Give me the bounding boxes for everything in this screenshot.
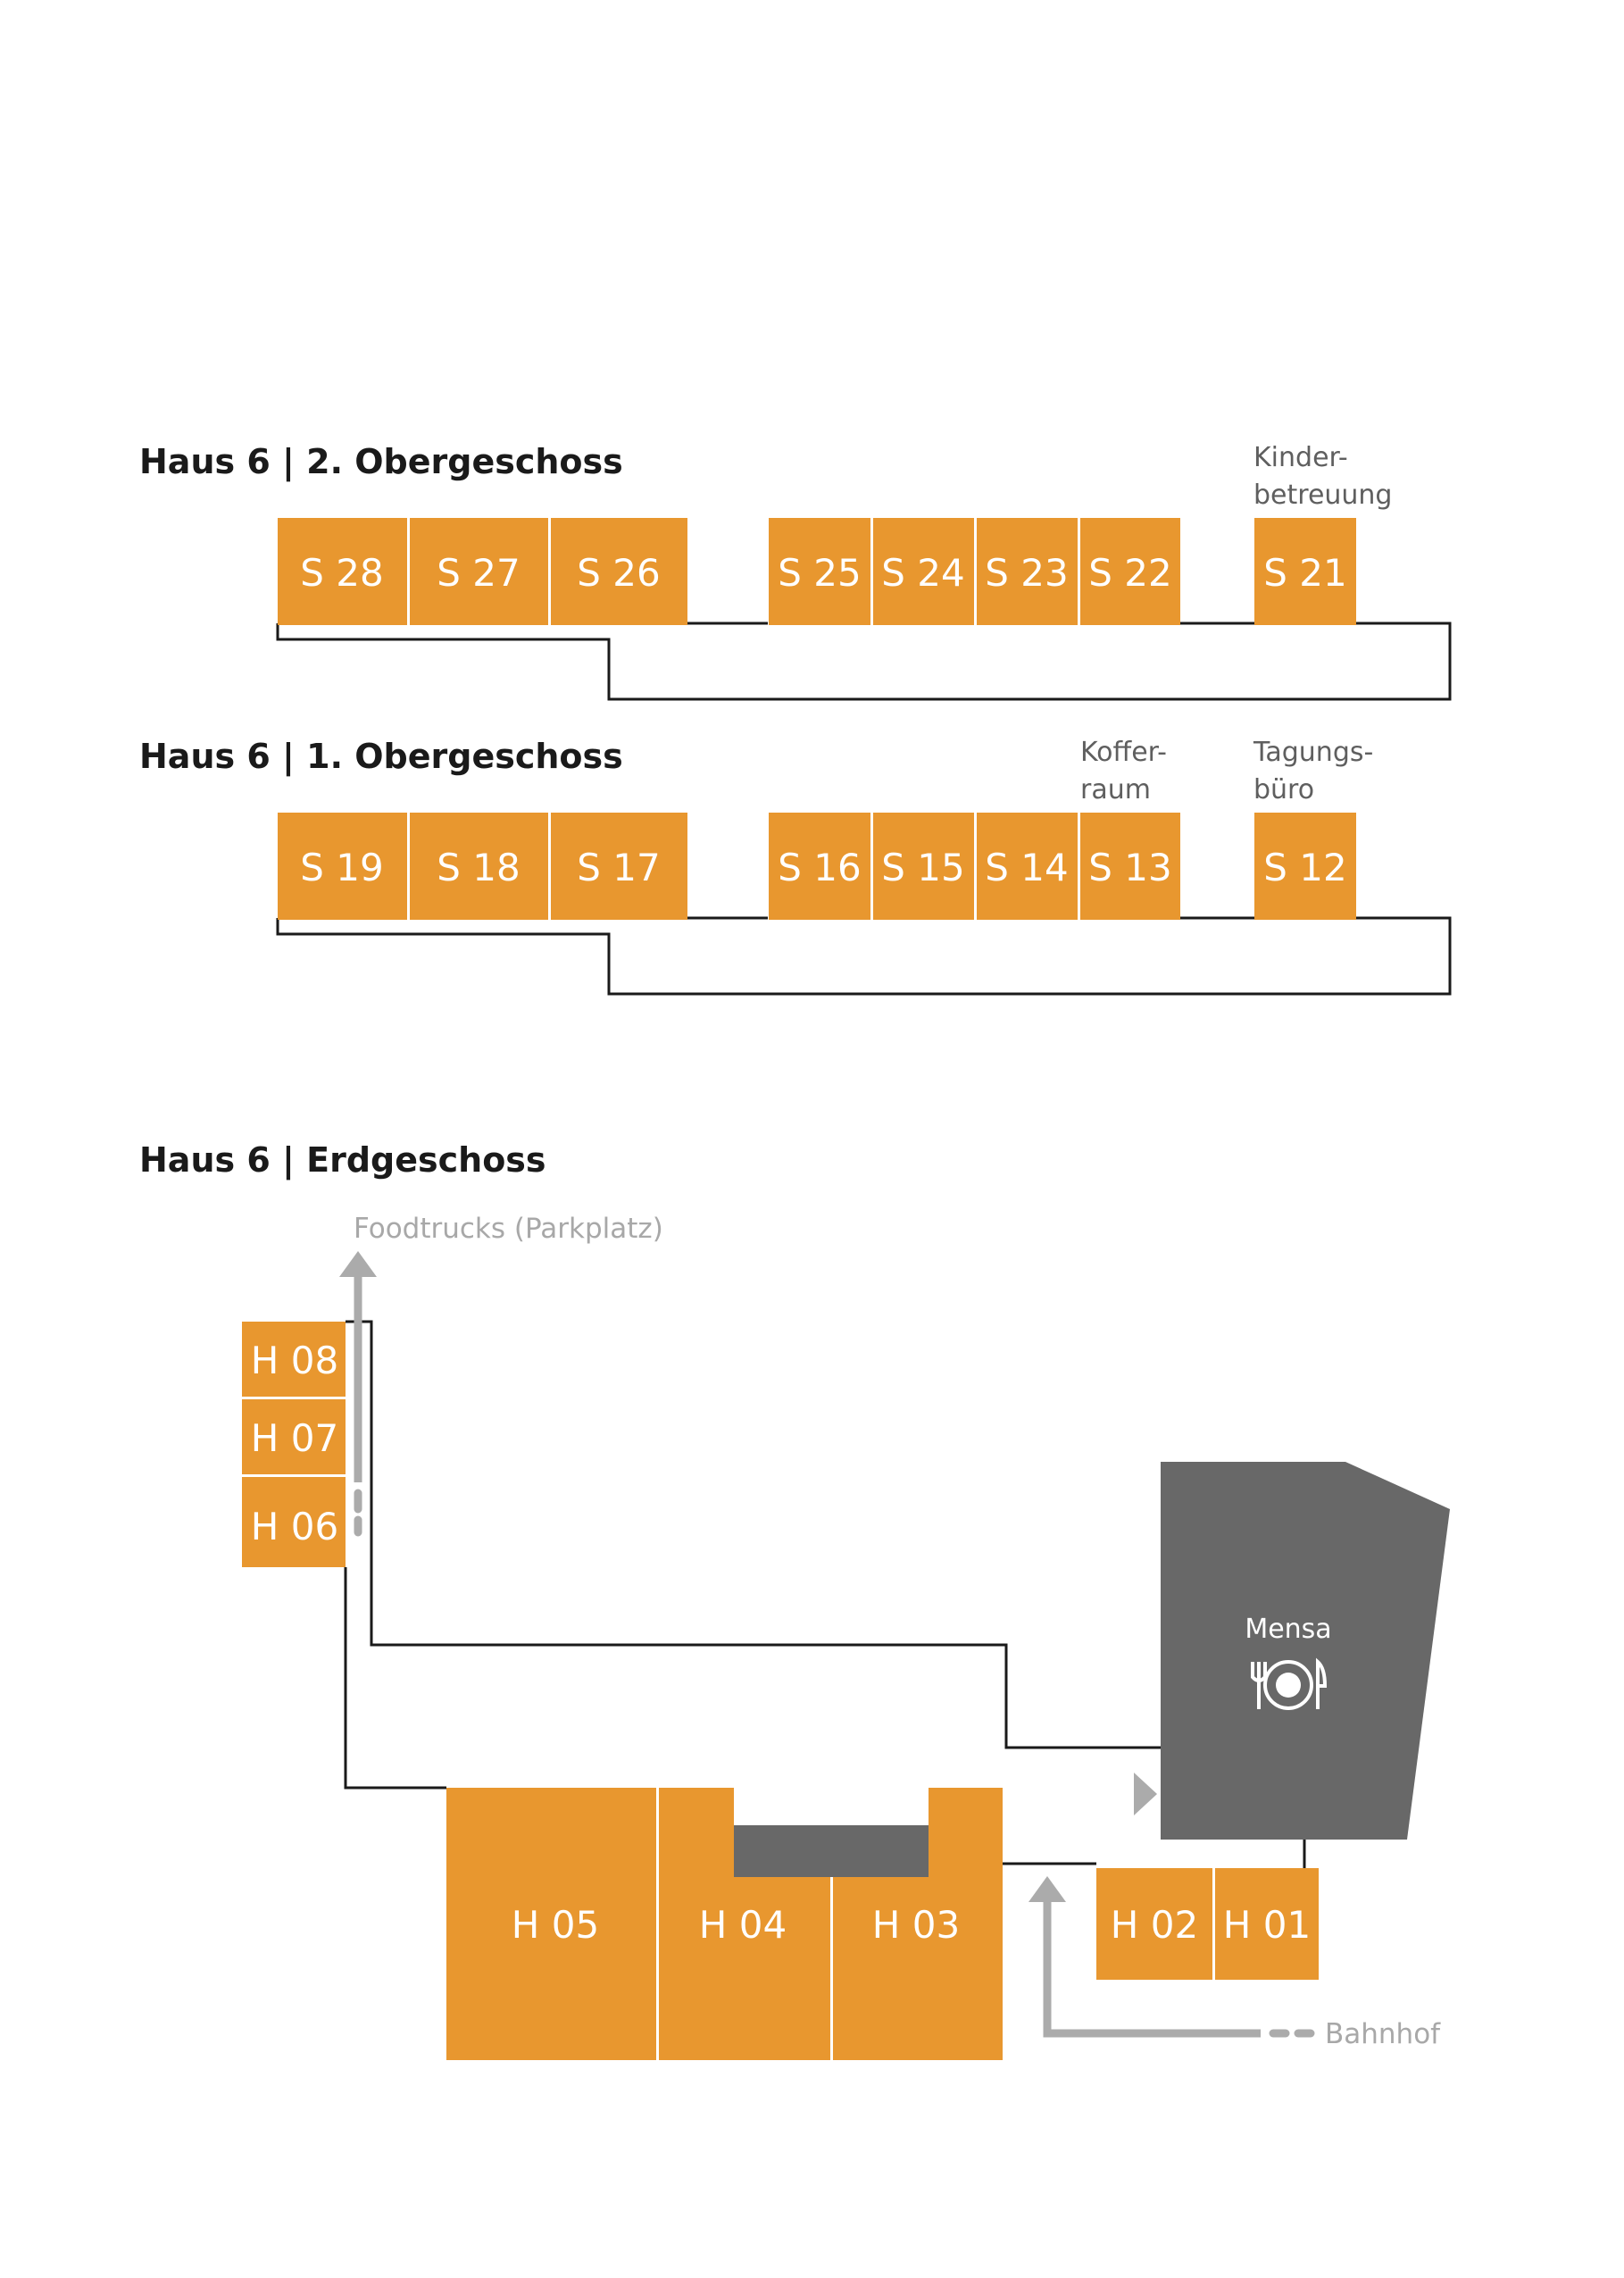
building-outline-og1 [276,916,1452,996]
floor-og1: Haus 6 | 1. Obergeschoss Koffer- raum Ta… [139,737,1452,996]
room-label: S 22 [1088,551,1171,595]
mensa-building[interactable]: Mensa [1161,1462,1450,1840]
mensa-label: Mensa [1245,1614,1331,1645]
room-label: S 14 [985,846,1068,889]
room-label: S 19 [300,846,383,889]
room-label: S 28 [300,551,383,595]
room-h04[interactable]: H 04 [659,1788,830,2060]
arrow-up-icon [1029,1876,1066,1902]
room-label: S 24 [881,551,964,595]
room-s19[interactable]: S 19 [278,813,407,920]
room-label: H 06 [251,1505,338,1548]
room-s28[interactable]: S 28 [278,518,407,625]
room-label: H 03 [872,1903,960,1947]
room-s15[interactable]: S 15 [873,813,974,920]
floor-title-eg: Haus 6 | Erdgeschoss [139,1140,546,1181]
note-s12-line2: büro [1253,774,1314,805]
room-s26[interactable]: S 26 [551,518,687,625]
note-s13-line1: Koffer- [1080,737,1167,768]
bahnhof-label: Bahnhof [1325,2018,1441,2050]
floor-og2: Haus 6 | 2. Obergeschoss Kinder- betreuu… [139,442,1452,701]
room-s24[interactable]: S 24 [873,518,974,625]
room-label: S 16 [778,846,861,889]
room-s18[interactable]: S 18 [410,813,548,920]
room-h02[interactable]: H 02 [1096,1868,1212,1980]
room-label: S 25 [778,551,861,595]
room-label: H 08 [251,1339,338,1382]
room-h06[interactable]: H 06 [242,1477,346,1567]
room-label: S 21 [1263,551,1346,595]
room-s16[interactable]: S 16 [769,813,870,920]
foodtrucks-route [339,1251,377,1537]
room-label: S 18 [437,846,520,889]
room-h03[interactable]: H 03 [833,1788,1003,2060]
room-h05[interactable]: H 05 [446,1788,656,2060]
room-s23[interactable]: S 23 [977,518,1078,625]
room-label: H 07 [251,1416,338,1460]
floor-title-og2: Haus 6 | 2. Obergeschoss [139,442,623,482]
room-label: H 01 [1223,1903,1311,1947]
building-outline-eg [344,1320,1306,1868]
room-label: H 04 [699,1903,787,1947]
note-s21-line2: betreuung [1253,480,1392,511]
floor-title-og1: Haus 6 | 1. Obergeschoss [139,737,623,777]
room-label: H 05 [512,1903,599,1947]
room-h07[interactable]: H 07 [242,1399,346,1474]
room-s25[interactable]: S 25 [769,518,870,625]
room-label: S 12 [1263,846,1346,889]
note-s13-line2: raum [1080,774,1151,805]
room-label: H 02 [1111,1903,1198,1947]
room-s21[interactable]: S 21 [1254,518,1356,625]
room-label: S 27 [437,551,520,595]
foodtrucks-label: Foodtrucks (Parkplatz) [354,1213,663,1245]
room-label: S 17 [577,846,660,889]
note-s21-line1: Kinder- [1253,442,1348,473]
mensa-entrance-arrow-icon [1134,1773,1157,1815]
building-outline-og2 [276,622,1452,701]
courtyard-block [734,1825,929,1877]
floor-eg: Haus 6 | Erdgeschoss Foodtrucks (Parkpla… [139,1140,1450,2060]
room-s22[interactable]: S 22 [1080,518,1180,625]
room-s14[interactable]: S 14 [977,813,1078,920]
room-label: S 23 [985,551,1068,595]
room-h08[interactable]: H 08 [242,1322,346,1397]
room-label: S 15 [881,846,964,889]
room-label: S 26 [577,551,660,595]
arrow-up-icon [339,1251,377,1277]
room-s17[interactable]: S 17 [551,813,687,920]
room-s13[interactable]: S 13 [1080,813,1180,920]
room-h01[interactable]: H 01 [1215,1868,1319,1980]
bahnhof-route: Bahnhof [1029,1876,1441,2050]
room-s27[interactable]: S 27 [410,518,548,625]
note-s12-line1: Tagungs- [1253,737,1373,768]
room-label: S 13 [1088,846,1171,889]
dining-plate-icon [1251,1657,1328,1710]
room-s12[interactable]: S 12 [1254,813,1356,920]
